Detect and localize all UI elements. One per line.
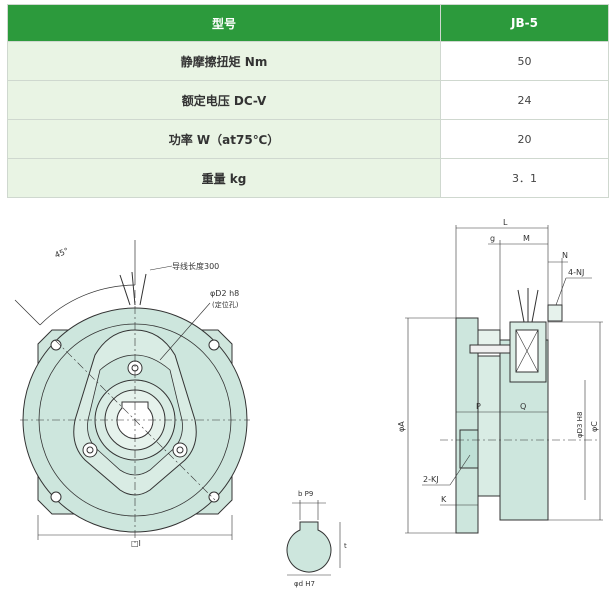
L-label: L bbox=[503, 218, 508, 227]
side-lead-wires bbox=[517, 288, 539, 323]
hub-body bbox=[477, 355, 501, 497]
corner-hole bbox=[50, 339, 62, 351]
pin-hole-label: φD2 h8 bbox=[210, 289, 239, 298]
row-value-power: 20 bbox=[440, 119, 609, 159]
key-width-label: b P9 bbox=[298, 490, 313, 498]
corner-hole bbox=[50, 491, 62, 503]
Q-label: Q bbox=[520, 402, 526, 411]
square-size-label: □I bbox=[131, 539, 141, 548]
header-model-value: JB-5 bbox=[440, 4, 609, 42]
key-section bbox=[459, 429, 479, 469]
key-height-label: t bbox=[344, 542, 347, 550]
row-label-power: 功率 W（at75℃） bbox=[7, 119, 441, 159]
bolt-hole bbox=[172, 442, 188, 458]
lead-length-label: 导线长度300 bbox=[172, 261, 219, 271]
KJ-leader bbox=[449, 454, 471, 486]
angle-label: 45° bbox=[53, 246, 70, 260]
NJ-leader bbox=[555, 277, 567, 306]
bolt-shank bbox=[469, 344, 511, 354]
bolt-hole bbox=[82, 442, 98, 458]
keyway-shaft bbox=[286, 521, 332, 573]
terminal-screw bbox=[547, 304, 563, 322]
KJ-label: 2-KJ bbox=[423, 475, 439, 484]
header-model-label: 型号 bbox=[7, 4, 441, 42]
NJ-label: 4-NJ bbox=[568, 268, 584, 277]
row-value-torque: 50 bbox=[440, 41, 609, 81]
spec-table: 型号 JB-5 静摩擦扭矩 Nm 50 额定电压 DC-V 24 功率 W（at… bbox=[7, 4, 609, 198]
coil-cross bbox=[515, 329, 539, 373]
bolt-hole-inner bbox=[86, 446, 94, 454]
front-view bbox=[14, 240, 250, 545]
N-label: N bbox=[562, 251, 568, 260]
table-row: 功率 W（at75℃） 20 bbox=[7, 119, 609, 159]
table-row: 额定电压 DC-V 24 bbox=[7, 80, 609, 120]
corner-hole bbox=[208, 491, 220, 503]
pin-leader bbox=[159, 302, 211, 361]
row-value-voltage: 24 bbox=[440, 80, 609, 120]
C-label: φC bbox=[590, 421, 599, 432]
side-view bbox=[405, 225, 603, 534]
M-label: M bbox=[523, 234, 530, 243]
lead-wires bbox=[119, 271, 147, 306]
corner-hole bbox=[208, 339, 220, 351]
pin-hole-note: (定位孔) bbox=[212, 300, 239, 309]
keyway-detail bbox=[286, 500, 341, 576]
row-label-voltage: 额定电压 DC-V bbox=[7, 80, 441, 120]
centerline-diagonal bbox=[54, 339, 216, 501]
angle-ext-line bbox=[14, 299, 41, 326]
table-row: 重量 kg 3．1 bbox=[7, 158, 609, 198]
D3-label: φD3 H8 bbox=[576, 412, 584, 438]
row-label-weight: 重量 kg bbox=[7, 158, 441, 198]
A-label: φA bbox=[397, 421, 406, 432]
bore-label: φd H7 bbox=[294, 580, 315, 588]
K-label: K bbox=[441, 495, 447, 504]
row-value-weight: 3．1 bbox=[440, 158, 609, 198]
bolt-hole-inner bbox=[176, 446, 184, 454]
P-label: P bbox=[476, 402, 481, 411]
g-label: g bbox=[490, 234, 495, 243]
lead-leader bbox=[149, 265, 173, 271]
table-header-row: 型号 JB-5 bbox=[7, 4, 609, 42]
